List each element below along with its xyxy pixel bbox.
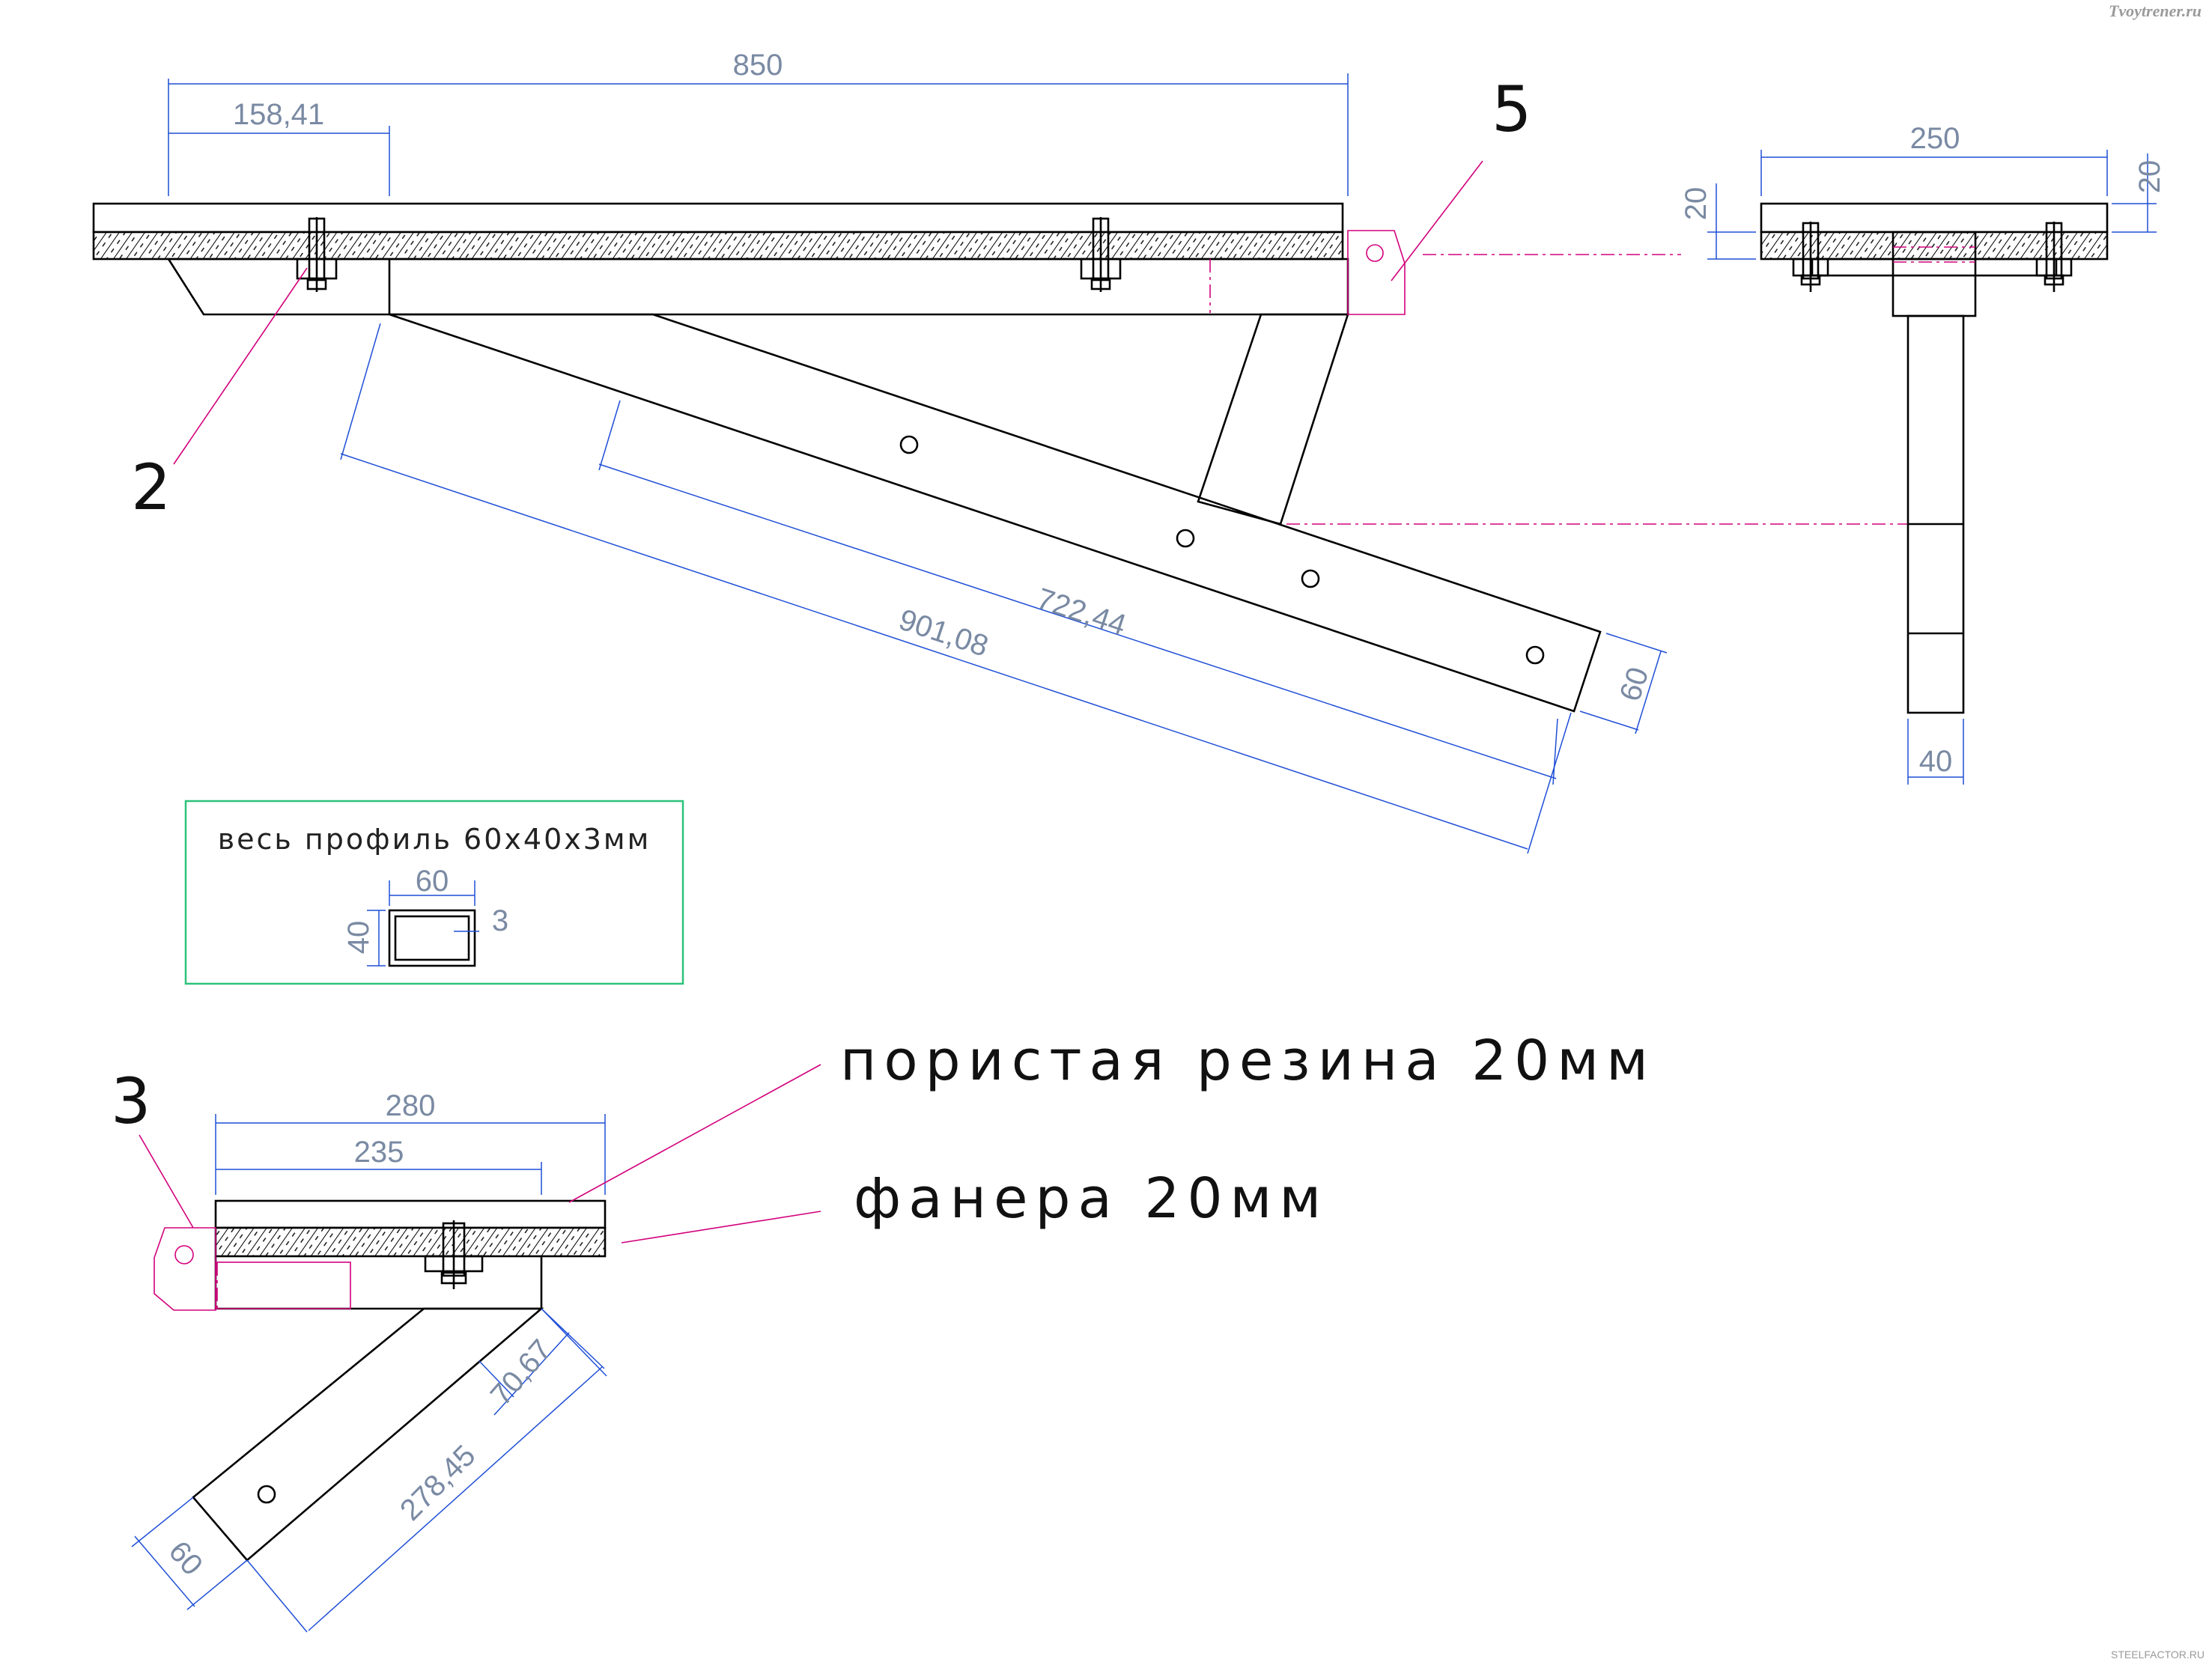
bottom-view (154, 1199, 607, 1562)
rubber-pad (92, 202, 1344, 234)
rubber-label: пористая резина 20мм (840, 1029, 1656, 1093)
material-labels: пористая резина 20мм фанера 20мм (568, 1029, 1656, 1244)
side-dimensions: 250 20 20 40 (1680, 122, 2166, 785)
main-view (92, 202, 1924, 713)
dim-bottom-a: 70,67 (484, 1333, 559, 1411)
profile-h: 40 (342, 921, 375, 955)
plywood-board (92, 231, 1344, 261)
bolt (1792, 222, 1829, 292)
dim-side-left: 20 (1680, 187, 1713, 221)
brace-tube (1197, 313, 1349, 526)
hinge-plate (1347, 230, 1406, 315)
profile-section (388, 909, 476, 967)
profile-t: 3 (492, 904, 508, 937)
bolt (1080, 217, 1122, 292)
side-view (1760, 202, 2109, 714)
main-dimensions: 850 158,41 722,44 901,08 60 (168, 49, 1668, 854)
dim-total: 850 (733, 49, 783, 82)
callout-2: 2 (131, 267, 308, 524)
svg-text:5: 5 (1492, 73, 1531, 146)
bottom-leg (192, 1307, 544, 1562)
leg-hole (1525, 645, 1545, 665)
leg-hole (1301, 569, 1320, 588)
dim-leg-width: 60 (1614, 663, 1656, 705)
dim-side-width: 250 (1910, 122, 1960, 155)
leg-hole (1176, 529, 1195, 548)
long-leg-tube (389, 313, 1602, 713)
seat-tube (166, 258, 1349, 316)
profile-box: весь профиль 60х40х3мм 60 40 3 (184, 800, 684, 985)
post (1906, 314, 1965, 714)
profile-w: 60 (416, 865, 449, 898)
bolt (296, 217, 338, 292)
dim-brace: 722,44 (1033, 582, 1130, 642)
svg-text:2: 2 (131, 451, 171, 524)
bottom-dimensions: 280 235 70,67 278,45 60 (131, 1089, 607, 1633)
callout-5: 5 (1391, 73, 1531, 281)
dim-bottom-w: 60 (162, 1535, 209, 1581)
svg-text:3: 3 (111, 1065, 151, 1138)
dim-post: 40 (1919, 745, 1953, 778)
dim-bottom-top: 280 (386, 1089, 436, 1122)
dim-offset: 158,41 (233, 98, 324, 131)
leg-hole (899, 435, 919, 454)
callout-3: 3 (111, 1065, 194, 1229)
plywood-label: фанера 20мм (854, 1166, 1328, 1231)
dim-side-right: 20 (2133, 160, 2166, 194)
watermark-top: Tvoytrener.ru (2109, 1, 2202, 20)
bottom-hinge (154, 1227, 216, 1311)
dim-bottom-inner: 235 (354, 1136, 404, 1169)
bolt (2035, 222, 2073, 292)
profile-title: весь профиль 60х40х3мм (218, 823, 651, 856)
watermark-bottom: STEELFACTOR.RU (2111, 1649, 2205, 1661)
bolt (424, 1220, 484, 1289)
